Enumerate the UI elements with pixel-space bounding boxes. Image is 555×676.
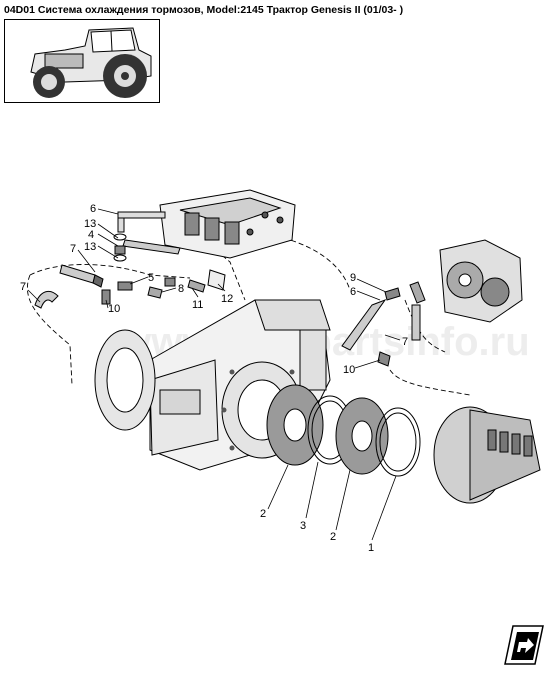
callout-labels: 6 13 4 13 7 7 5 8 11 12 10 9 6 7 10 2 3 … [20,203,408,554]
callout-label: 3 [300,520,306,532]
callout-label: 2 [330,531,336,543]
tractor-thumbnail-drawing [30,27,152,98]
callout-label: 7 [20,281,26,293]
callout-label: 1 [368,542,374,554]
pump-unit [439,239,523,323]
tractor-thumbnail [4,19,160,103]
callout-label: 11 [192,299,203,311]
callout-label: 10 [108,303,120,315]
valve-block [159,189,296,259]
callout-label: 10 [343,364,355,376]
callout-label: 12 [221,293,233,305]
leader-lines [27,208,401,541]
callout-label: 4 [88,229,94,241]
callout-label: 9 [350,272,356,284]
callout-label: 6 [90,203,96,215]
callout-label: 8 [178,283,184,295]
brake-plate-1 [375,407,421,477]
brake-disc-2b [335,397,389,475]
callout-label: 7 [402,336,408,348]
small-fittings [147,269,226,299]
right-pipes [341,281,426,367]
callout-label: 7 [70,243,76,255]
next-page-button[interactable] [503,624,545,666]
brake-disc-2a [266,384,324,466]
callout-label: 2 [260,508,266,520]
page-title: 04D01 Система охлаждения тормозов, Model… [4,4,404,16]
callout-label: 5 [148,272,154,284]
left-hoses [34,264,133,309]
callout-label: 6 [350,286,356,298]
top-pipe-assembly [113,211,181,262]
left-axle-flange [94,329,156,431]
planetary-unit [433,406,541,504]
callout-label: 13 [84,218,96,230]
next-page-arrow-icon [504,625,544,665]
callout-label: 13 [84,241,96,253]
